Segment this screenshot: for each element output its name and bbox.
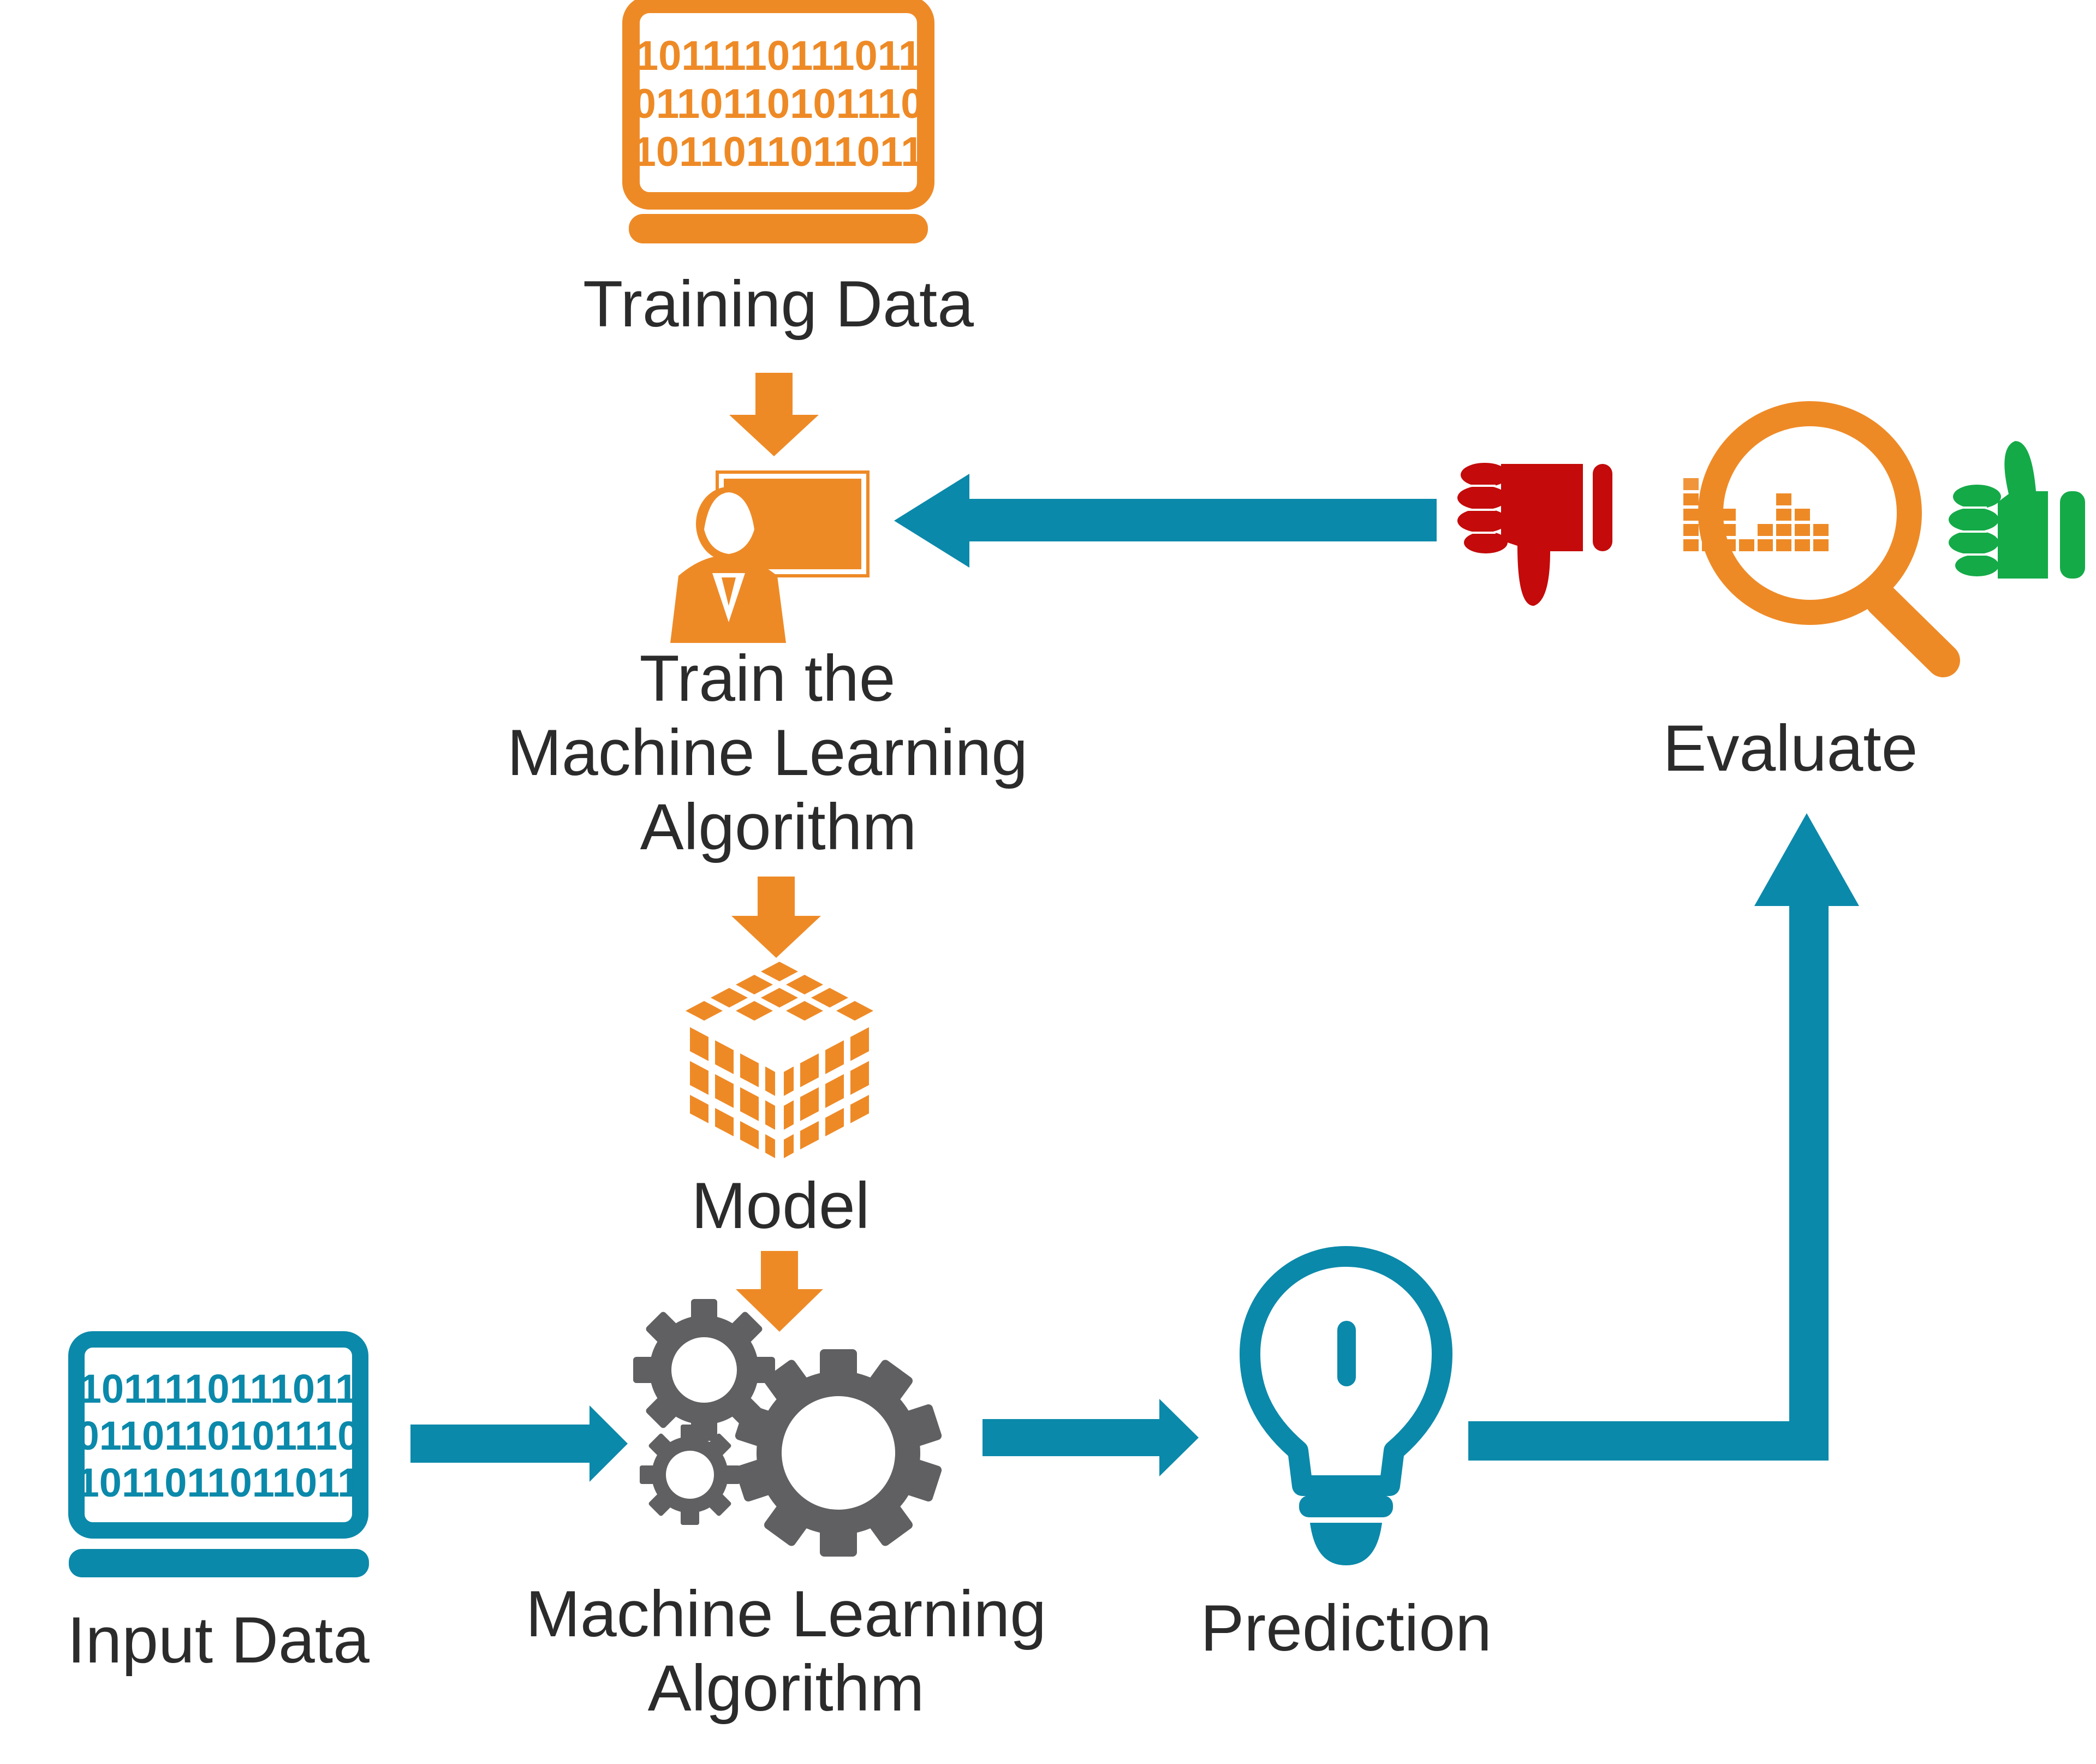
flow-arrow-elbow (1468, 813, 1859, 1461)
input-data-label: Input Data (67, 1604, 370, 1677)
flow-arrow-down (736, 1251, 823, 1332)
trainer-board-icon (670, 470, 870, 643)
gears-icon (633, 1299, 942, 1557)
ml-algorithm-node: Machine Learning Algorithm (526, 1299, 1046, 1725)
train-label-line-1: Train the (639, 642, 895, 715)
input-data-node: 1011110111011 0110110101110 101101101101… (67, 1331, 370, 1677)
evaluate-node: Evaluate (1457, 401, 2085, 785)
binary-line: 0110110101110 (77, 1413, 360, 1458)
ml-algorithm-label-line-1: Machine Learning (526, 1577, 1046, 1650)
thumbs-down-icon (1457, 463, 1612, 606)
flow-arrow-right (410, 1405, 628, 1482)
binary-line: 1011011011011 (633, 129, 924, 175)
lightbulb-icon (1240, 1246, 1452, 1565)
prediction-label: Prediction (1200, 1592, 1492, 1665)
training-data-node: 1011110111011 0110110101110 101101101101… (583, 0, 974, 341)
magnifier-chart-icon (1683, 401, 1960, 677)
prediction-node: Prediction (1200, 1246, 1492, 1665)
laptop-binary-icon: 1011110111011 0110110101110 101101101101… (622, 0, 934, 243)
flow-arrow-down (729, 373, 819, 456)
train-label-line-2: Machine Learning (507, 716, 1028, 789)
thumbs-up-icon (1949, 441, 2085, 579)
train-node: Train the Machine Learning Algorithm (507, 470, 1028, 863)
cube-icon (686, 962, 873, 1158)
binary-line: 0110110101110 (633, 81, 924, 127)
training-data-label: Training Data (583, 267, 974, 341)
train-label-line-3: Algorithm (640, 790, 917, 863)
binary-line: 1011110111011 (635, 33, 921, 79)
model-label: Model (692, 1169, 870, 1242)
binary-line: 1011011011011 (77, 1460, 360, 1505)
binary-line: 1011110111011 (79, 1366, 358, 1411)
ml-algorithm-label-line-2: Algorithm (648, 1652, 925, 1725)
flow-arrow-right (982, 1399, 1199, 1476)
laptop-binary-icon: 1011110111011 0110110101110 101101101101… (68, 1331, 369, 1577)
evaluate-label: Evaluate (1663, 712, 1918, 785)
flow-arrow-down (731, 877, 821, 958)
flow-arrow-left (894, 474, 1437, 568)
model-node: Model (686, 962, 873, 1242)
